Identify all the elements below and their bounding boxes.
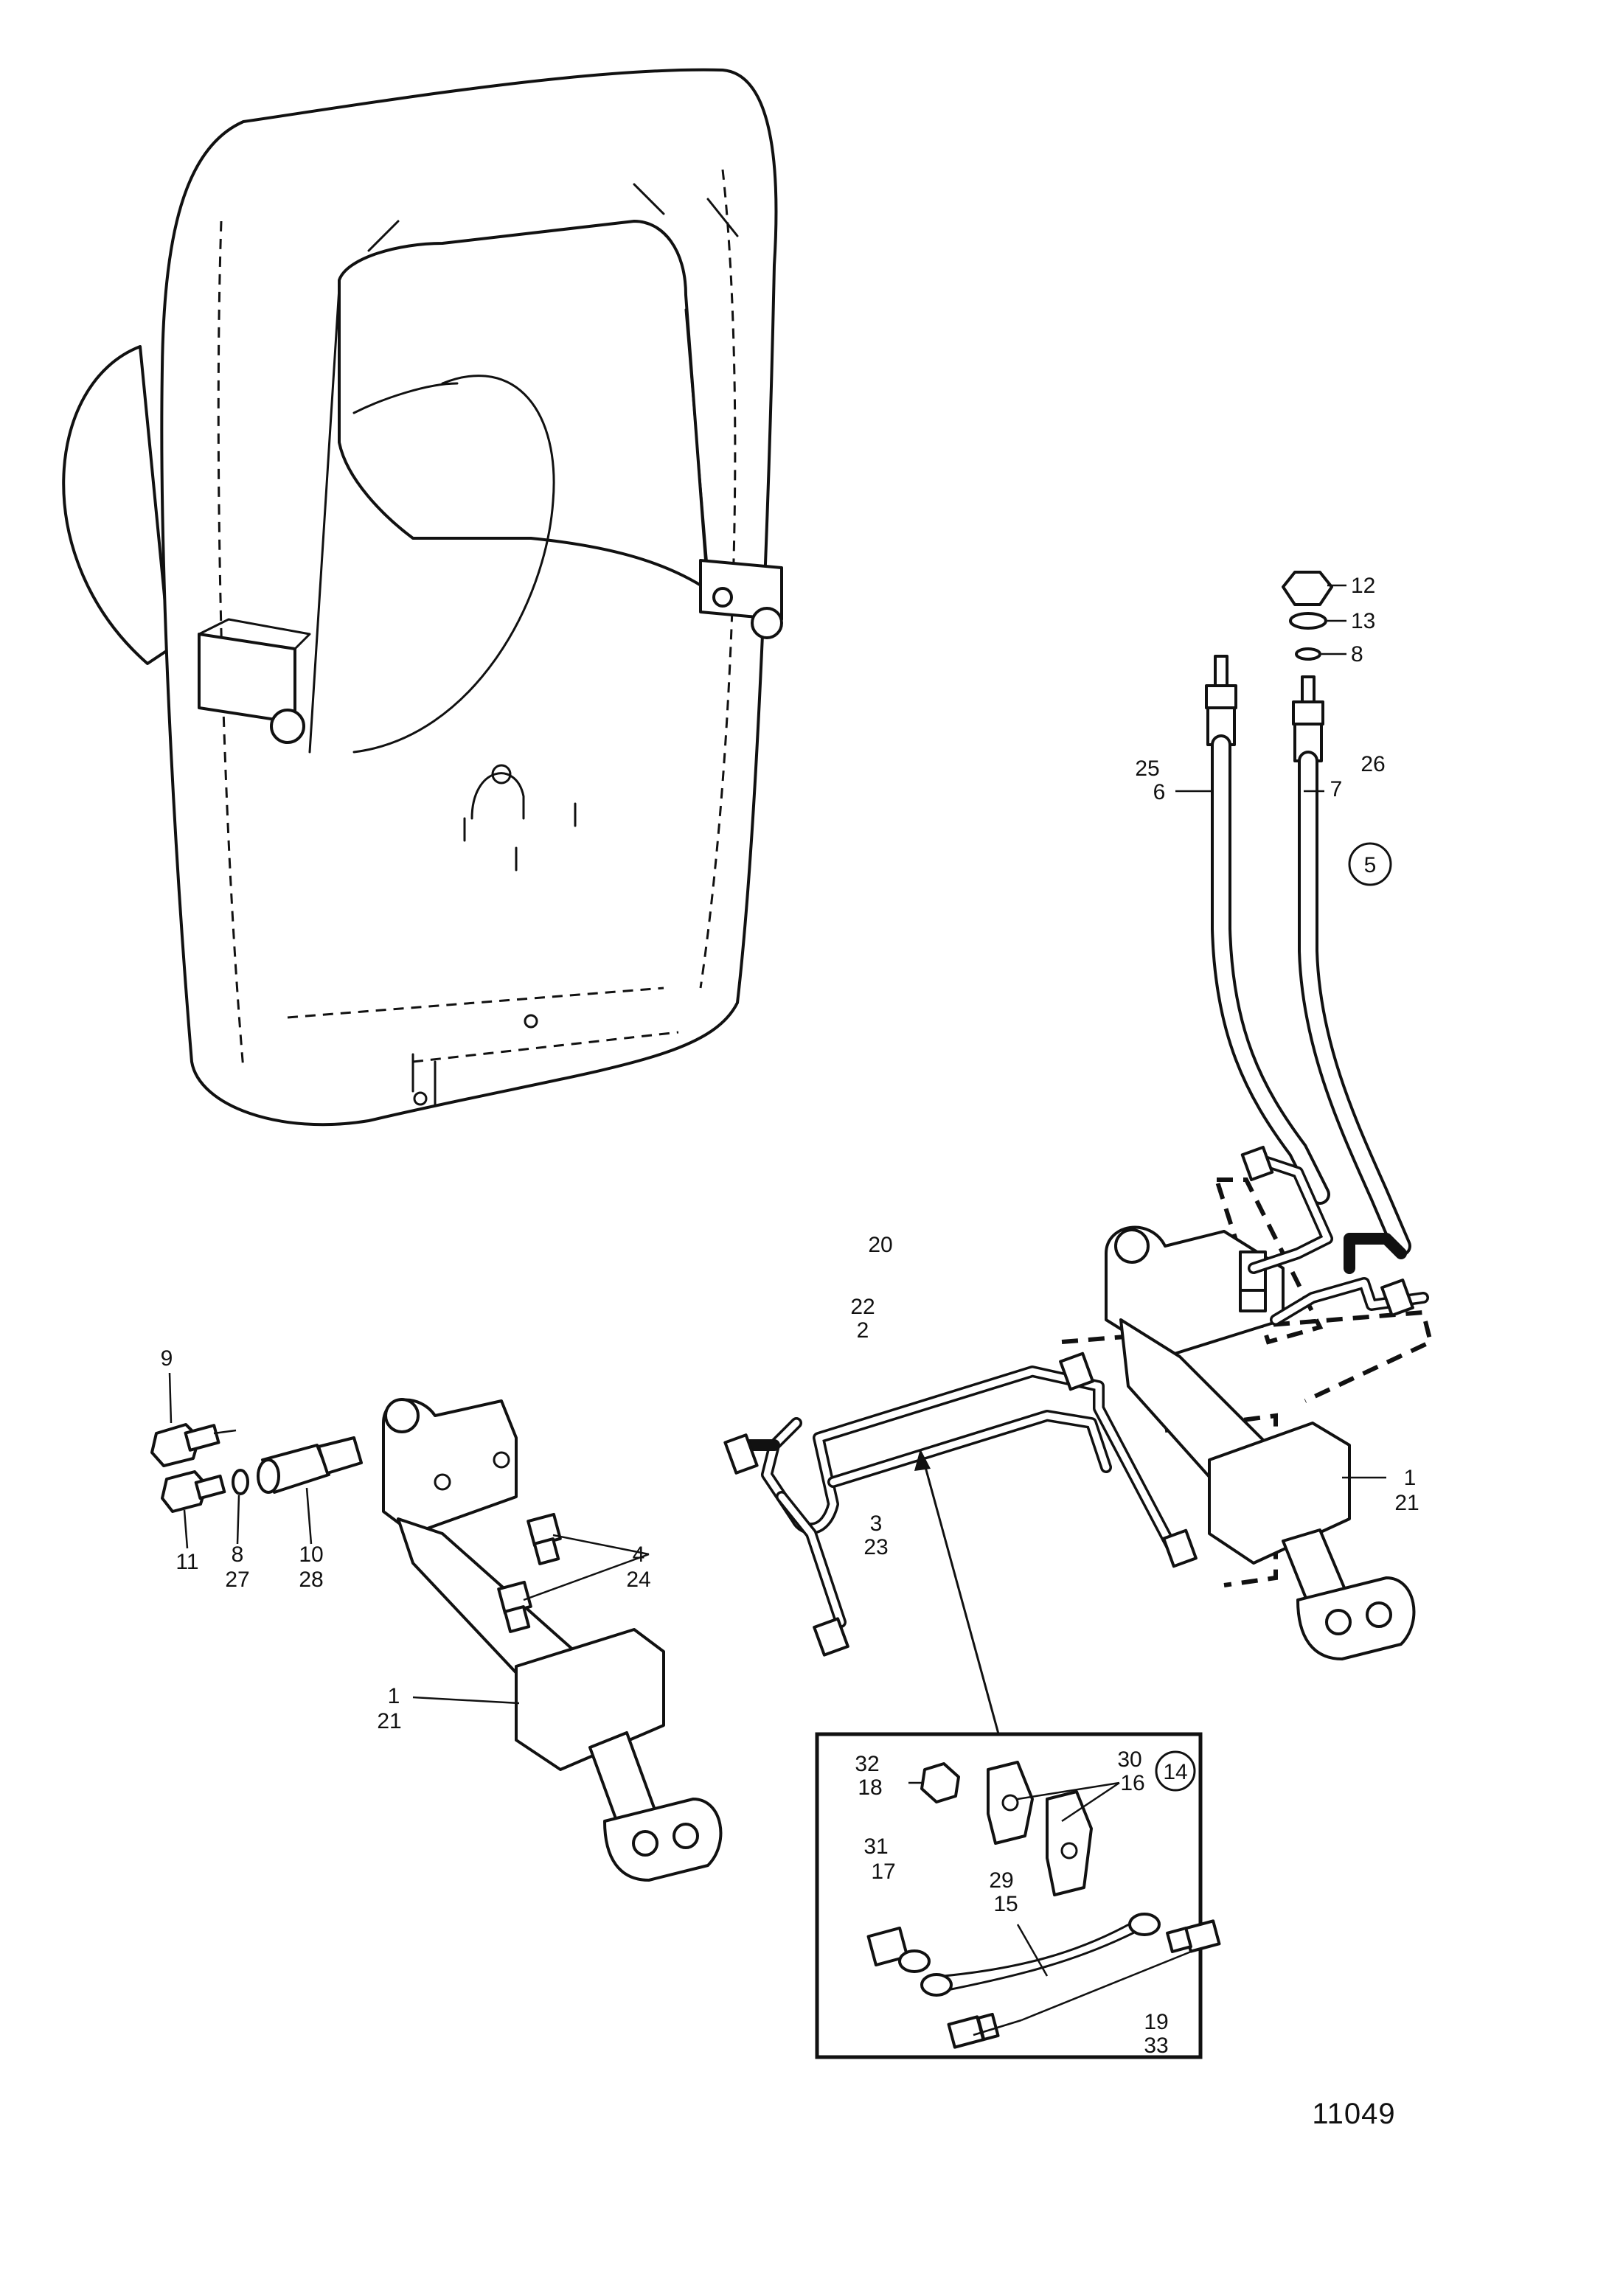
callout-23: 23 [863,1535,888,1559]
callout-14-circle [1155,1750,1196,1792]
drive-housing [62,68,783,1127]
callout-25: 25 [1135,756,1159,781]
callout-4: 4 [633,1542,645,1567]
left-steering-cylinder [150,1398,723,1882]
callout-11: 11 [175,1550,198,1574]
callout-29: 29 [989,1868,1013,1893]
washer-13 [1289,612,1327,630]
callout-32: 32 [855,1752,879,1776]
callout-26: 26 [1360,752,1385,776]
callout-3: 3 [870,1511,883,1536]
callout-17: 17 [871,1860,895,1884]
callout-labels: 12 13 8 25 6 26 7 5 20 22 2 3 23 1 21 9 … [161,574,1419,2130]
callout-33: 33 [1144,2034,1168,2058]
callout-13: 13 [1351,609,1375,633]
nut-32-18 [920,1762,960,1803]
callout-7: 7 [1330,777,1343,801]
callout-30: 30 [1117,1747,1141,1772]
callout-1-left: 1 [388,1684,400,1708]
callout-22: 22 [850,1295,875,1319]
hex-nut-12 [1282,571,1333,606]
o-ring-8 [1295,647,1321,661]
callout-8-top: 8 [1351,642,1363,667]
steering-pipes [723,1145,1429,1738]
callout-10: 10 [299,1542,323,1567]
callout-14: 14 [1163,1760,1187,1784]
callout-5: 5 [1364,853,1377,877]
callout-19: 19 [1144,2010,1168,2034]
callout-1-right: 1 [1404,1466,1417,1490]
callout-6: 6 [1153,780,1166,804]
callout-24: 24 [626,1568,650,1592]
callout-5-circle [1348,842,1392,886]
hydraulic-hoses [1205,571,1411,1256]
detail-box-clamp-assembly [815,1732,1221,2059]
callout-21-left: 21 [377,1709,401,1733]
callout-20: 20 [868,1233,892,1257]
callout-18: 18 [858,1775,882,1800]
callout-31: 31 [863,1834,888,1859]
callout-8-left: 8 [232,1542,244,1567]
callout-28: 28 [299,1568,323,1592]
callout-21-right: 21 [1394,1491,1419,1515]
leader-lines [168,584,1386,1705]
callout-12: 12 [1351,574,1375,598]
callout-15: 15 [993,1892,1018,1916]
figure-number: 11049 [1312,2098,1395,2130]
right-steering-cylinder [1061,1177,1433,1660]
callout-9: 9 [161,1346,173,1371]
callout-27: 27 [225,1568,249,1592]
callout-2: 2 [857,1318,869,1343]
callout-16: 16 [1120,1771,1144,1795]
